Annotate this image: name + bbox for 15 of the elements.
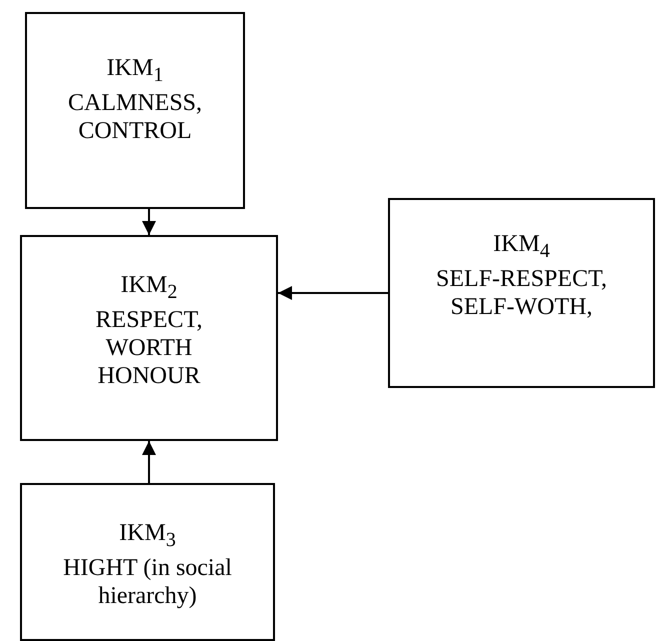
concept-box bbox=[20, 483, 275, 641]
concept-text: HIGHT (in social hierarchy) bbox=[62, 554, 233, 610]
concept-box bbox=[388, 198, 655, 388]
concept-code: IKM$_{1}$ bbox=[106, 54, 164, 88]
concept-code: IKM$_{2}$ bbox=[120, 271, 178, 305]
concept-code: IKM$_{3}$ bbox=[119, 519, 176, 553]
concept-text: SELF-RESPECT, SELF-WOTH, bbox=[435, 264, 608, 321]
arrow bbox=[278, 286, 388, 300]
concept-text: RESPECT, WORTH HONOUR bbox=[94, 306, 204, 390]
arrow bbox=[142, 441, 156, 483]
arrow bbox=[142, 209, 156, 235]
concept-text: CALMNESS, CONTROL bbox=[66, 88, 204, 145]
concept-code: IKM$_{4}$ bbox=[493, 230, 550, 264]
concept-box bbox=[20, 235, 278, 441]
concept-box bbox=[25, 12, 245, 209]
